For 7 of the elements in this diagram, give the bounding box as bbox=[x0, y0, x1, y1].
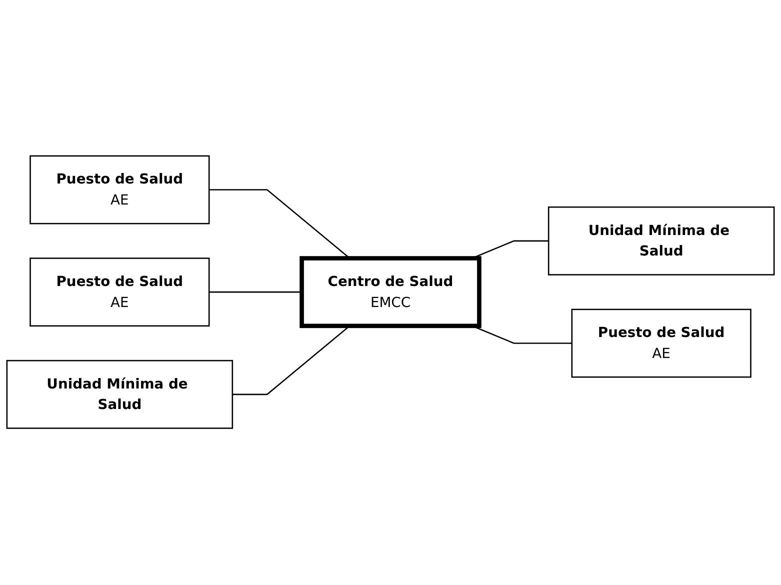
node-box: Unidad Mínima de Salud bbox=[6, 360, 234, 430]
node-box: Centro de Salud EMCC bbox=[300, 256, 482, 328]
node-box: Puesto de Salud AE bbox=[30, 156, 210, 225]
node-box: Unidad Mínima de Salud bbox=[548, 206, 775, 276]
node-box: Puesto de Salud AE bbox=[571, 309, 752, 378]
connector bbox=[209, 292, 302, 294]
node-box: Puesto de Salud AE bbox=[30, 258, 210, 327]
